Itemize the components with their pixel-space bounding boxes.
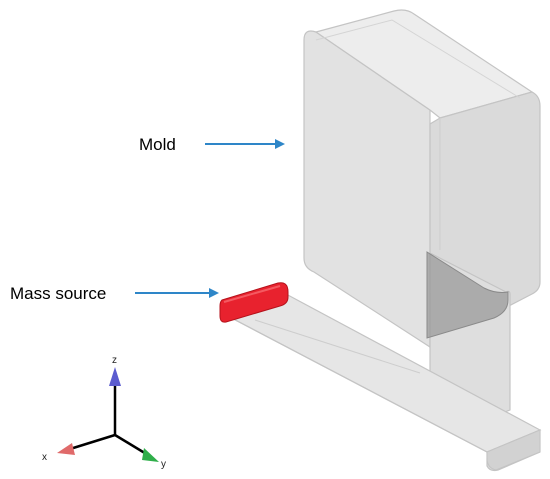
y-axis-arrowhead xyxy=(142,448,159,462)
mass-source-callout: Mass source xyxy=(10,284,219,303)
mass-source-arrow-head xyxy=(209,288,219,298)
mass-source-body xyxy=(219,282,289,323)
sprue-cross-section xyxy=(426,251,509,339)
mold-inner-rim xyxy=(315,19,521,99)
y-axis-line xyxy=(114,433,149,457)
mass-source-label: Mass source xyxy=(10,284,106,303)
x-axis-line xyxy=(69,433,116,451)
mold-label: Mold xyxy=(139,135,176,154)
mass-source-highlight xyxy=(223,285,281,303)
y-axis-label: y xyxy=(161,459,166,470)
runner xyxy=(220,293,542,472)
z-axis-arrowhead xyxy=(109,367,121,386)
mass-source xyxy=(219,282,289,323)
mold-callout: Mold xyxy=(139,135,285,154)
axis-triad: z x y xyxy=(42,355,166,470)
x-axis-arrowhead xyxy=(57,443,75,455)
z-axis-label: z xyxy=(112,355,117,366)
runner-slot xyxy=(254,319,421,374)
runner-front-end xyxy=(486,429,541,471)
mold-arrow-head xyxy=(275,139,285,149)
x-axis-label: x xyxy=(42,452,47,463)
